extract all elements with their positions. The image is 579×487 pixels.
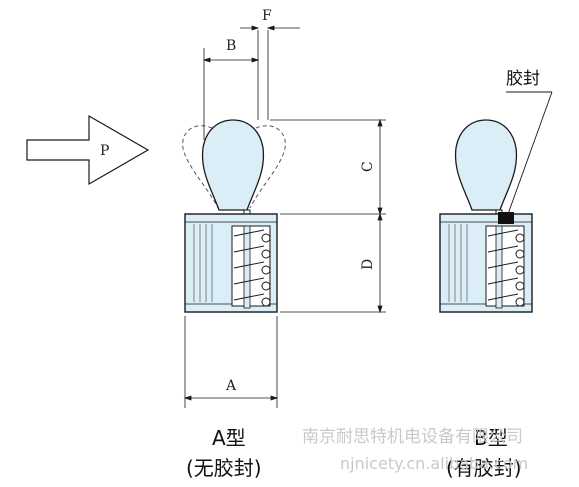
type-b-note: (有胶封) <box>446 456 522 480</box>
knob-a <box>201 119 265 211</box>
knob-tilt-right <box>249 125 286 209</box>
dim-d-label: D <box>360 259 376 270</box>
spring-a <box>233 229 271 307</box>
type-a-note: (无胶封) <box>186 456 262 480</box>
dim-f-label: F <box>262 8 272 24</box>
type-b-name: B型 <box>474 426 508 450</box>
dim-b-label: B <box>226 38 236 54</box>
knob-b <box>454 119 518 211</box>
watermark-company: 南京耐思特机电设备有限公司 <box>302 427 523 447</box>
thread-lines-a <box>193 224 213 302</box>
spring-b <box>487 229 525 307</box>
seal-leader <box>506 91 553 215</box>
type-a-name: A型 <box>212 426 246 450</box>
force-arrow <box>26 114 150 186</box>
dim-c-label: C <box>360 161 376 172</box>
dimension-lines-a <box>183 25 386 408</box>
cavity-b <box>485 225 525 307</box>
knob-tilt-left <box>182 125 219 209</box>
rubber-seal <box>498 212 514 224</box>
watermark-url: njnicety.cn.alibaba.com <box>340 454 529 473</box>
dim-a-label: A <box>225 378 237 394</box>
force-label: P <box>100 143 109 159</box>
seal-label: 胶封 <box>506 69 540 89</box>
plunger-a <box>243 225 251 309</box>
cavity-a <box>231 225 271 307</box>
plunger-b <box>495 225 503 309</box>
thread-lines-b <box>448 224 468 302</box>
